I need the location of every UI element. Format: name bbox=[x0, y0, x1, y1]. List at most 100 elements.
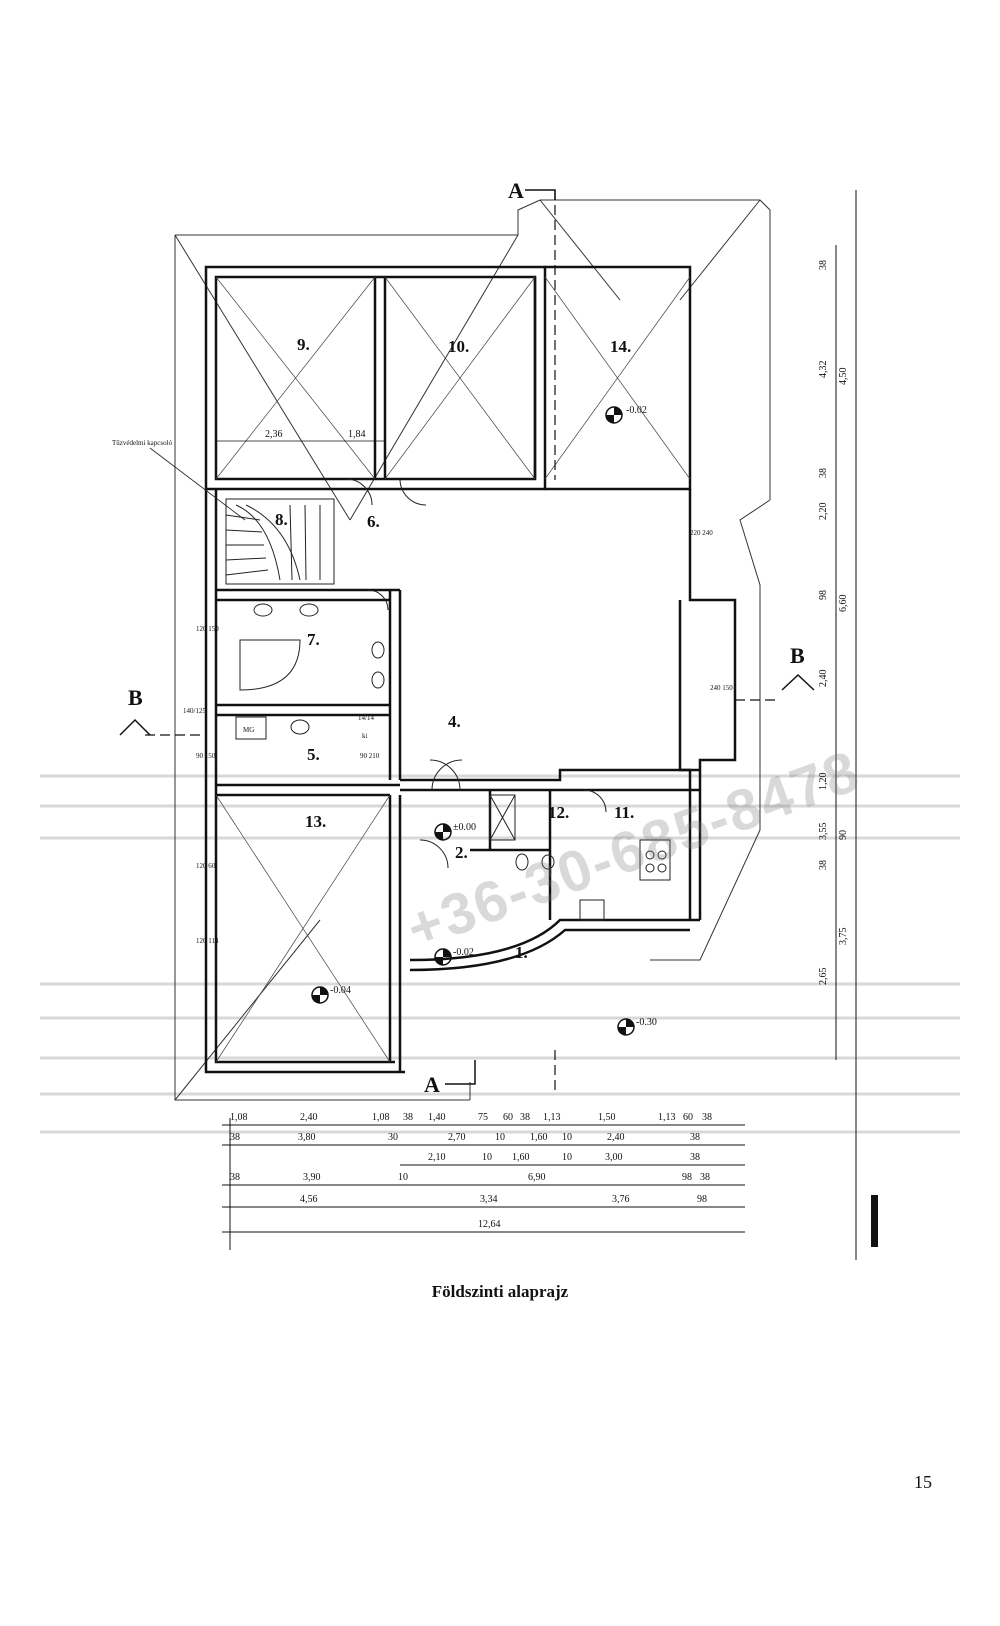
section-lines bbox=[145, 190, 775, 1090]
bottom-dim-label: 98 bbox=[697, 1194, 707, 1205]
svg-text:-0.30: -0.30 bbox=[636, 1017, 657, 1028]
bottom-dim-label: 60 bbox=[503, 1112, 513, 1123]
right-dim-label: 1,20 bbox=[818, 773, 829, 791]
svg-text:-0.04: -0.04 bbox=[330, 985, 351, 996]
right-dim-label: 2,65 bbox=[818, 968, 829, 986]
room-label-6: 6. bbox=[367, 512, 380, 531]
window-label-6: 220 240 bbox=[690, 529, 713, 537]
section-marker-a-top: A bbox=[508, 178, 556, 203]
bottom-dim-label: 10 bbox=[482, 1152, 492, 1163]
window-label-1: 120 150 bbox=[196, 625, 219, 633]
room-label-7: 7. bbox=[307, 630, 320, 649]
roof-outline bbox=[174, 199, 771, 1101]
bottom-dim-label: 3,90 bbox=[303, 1172, 321, 1183]
bottom-dim-label: 1,13 bbox=[543, 1112, 561, 1123]
right-dim-label: 3,55 bbox=[818, 823, 829, 841]
bottom-dim-label: 38 bbox=[403, 1112, 413, 1123]
bottom-dim-label: 60 bbox=[683, 1112, 693, 1123]
bottom-dim-label: 2,40 bbox=[300, 1112, 318, 1123]
right-dim-label: 90 bbox=[838, 830, 849, 840]
ki-label: ki bbox=[362, 732, 368, 740]
room-label-9: 9. bbox=[297, 335, 310, 354]
bottom-dim-label: 1,60 bbox=[530, 1132, 548, 1143]
window-label-7: 90 210 bbox=[360, 752, 380, 760]
room-label-12: 12. bbox=[548, 803, 569, 822]
window-label-2: 120 60 bbox=[196, 862, 216, 870]
right-dim-label: 2,40 bbox=[818, 670, 829, 688]
fixtures bbox=[235, 603, 671, 921]
svg-text:A: A bbox=[508, 178, 524, 203]
bottom-dim-label: 98 bbox=[682, 1172, 692, 1183]
bottom-dim-label: 38 bbox=[702, 1112, 712, 1123]
bottom-dim-label: 1,13 bbox=[658, 1112, 676, 1123]
right-dim-label: 2,20 bbox=[818, 503, 829, 521]
right-dim-label: 4,50 bbox=[838, 368, 849, 386]
mg-label: MG bbox=[243, 726, 254, 734]
background-text-bleed bbox=[40, 774, 960, 1134]
level-marker-room13: -0.04 bbox=[311, 985, 351, 1004]
bottom-dimension-lines bbox=[222, 1118, 745, 1250]
section-marker-b-right: B bbox=[781, 643, 815, 691]
svg-text:-0.02: -0.02 bbox=[626, 405, 647, 416]
room-label-5: 5. bbox=[307, 745, 320, 764]
bottom-dim-label: 30 bbox=[388, 1132, 398, 1143]
bottom-dim-label: 10 bbox=[398, 1172, 408, 1183]
svg-text:±0.00: ±0.00 bbox=[453, 822, 476, 833]
bottom-dim-label: 38 bbox=[690, 1152, 700, 1163]
room-label-1: 1. bbox=[515, 943, 528, 962]
bottom-dim-label: 6,90 bbox=[528, 1172, 546, 1183]
svg-text:B: B bbox=[128, 685, 143, 710]
room-label-8: 8. bbox=[275, 510, 288, 529]
page-number: 15 bbox=[914, 1472, 932, 1492]
bottom-dim-label: 1,50 bbox=[598, 1112, 616, 1123]
bottom-dim-label: 75 bbox=[478, 1112, 488, 1123]
room-diagonals bbox=[215, 276, 691, 1063]
window-label-3: 120 114 bbox=[196, 937, 219, 945]
bottom-dim-label: 2,10 bbox=[428, 1152, 446, 1163]
bottom-dim-label: 3,76 bbox=[612, 1194, 630, 1205]
bottom-dim-label: 1,40 bbox=[428, 1112, 446, 1123]
figure-caption: Földszinti alaprajz bbox=[431, 1282, 569, 1301]
bottom-dim-label: 12,64 bbox=[478, 1219, 501, 1230]
staircase-note: Tűzvédelmi kapcsoló bbox=[112, 439, 173, 447]
right-dim-label: 38 bbox=[818, 260, 829, 270]
right-dimension-chain bbox=[835, 190, 857, 1260]
room-label-14: 14. bbox=[610, 337, 631, 356]
interior-dim-184: 1,84 bbox=[348, 429, 366, 440]
section-marker-b-left: B bbox=[119, 685, 151, 736]
section-marker-a-bottom: A bbox=[424, 1060, 476, 1097]
staircase bbox=[225, 498, 335, 585]
room-label-13: 13. bbox=[305, 812, 326, 831]
right-dim-label: 38 bbox=[818, 468, 829, 478]
window-label-8: 90 150 bbox=[196, 752, 216, 760]
right-dim-label: 4,32 bbox=[818, 361, 829, 379]
room-label-10: 10. bbox=[448, 337, 469, 356]
bottom-dim-label: 38 bbox=[690, 1132, 700, 1143]
level-marker-hall: ±0.00 bbox=[434, 822, 476, 841]
right-dim-label: 3,75 bbox=[838, 928, 849, 946]
bottom-dim-label: 38 bbox=[230, 1132, 240, 1143]
page-edge-bar bbox=[871, 1195, 878, 1247]
bottom-dim-label: 1,60 bbox=[512, 1152, 530, 1163]
level-marker-terrace: -0.02 bbox=[605, 405, 647, 424]
bottom-dim-label: 1,08 bbox=[230, 1112, 248, 1123]
bottom-dim-label: 2,40 bbox=[607, 1132, 625, 1143]
room-label-2: 2. bbox=[455, 843, 468, 862]
bottom-dimension-labels: 1,08 2,40 1,08 38 1,40 75 60 38 1,13 1,50 1,13 60 38… bbox=[230, 1112, 712, 1230]
svg-text:B: B bbox=[790, 643, 805, 668]
bottom-dim-label: 3,34 bbox=[480, 1194, 498, 1205]
doors bbox=[345, 478, 607, 869]
right-dim-label: 6,60 bbox=[838, 595, 849, 613]
bottom-dim-label: 1,08 bbox=[372, 1112, 390, 1123]
svg-text:A: A bbox=[424, 1072, 440, 1097]
bottom-dim-label: 3,80 bbox=[298, 1132, 316, 1143]
bottom-dim-label: 38 bbox=[230, 1172, 240, 1183]
bottom-dim-label: 10 bbox=[562, 1152, 572, 1163]
bottom-dim-label: 2,70 bbox=[448, 1132, 466, 1143]
bottom-dim-label: 38 bbox=[520, 1112, 530, 1123]
bottom-dim-label: 38 bbox=[700, 1172, 710, 1183]
level-marker-outside: -0.30 bbox=[617, 1017, 657, 1036]
right-dim-label: 98 bbox=[818, 590, 829, 600]
